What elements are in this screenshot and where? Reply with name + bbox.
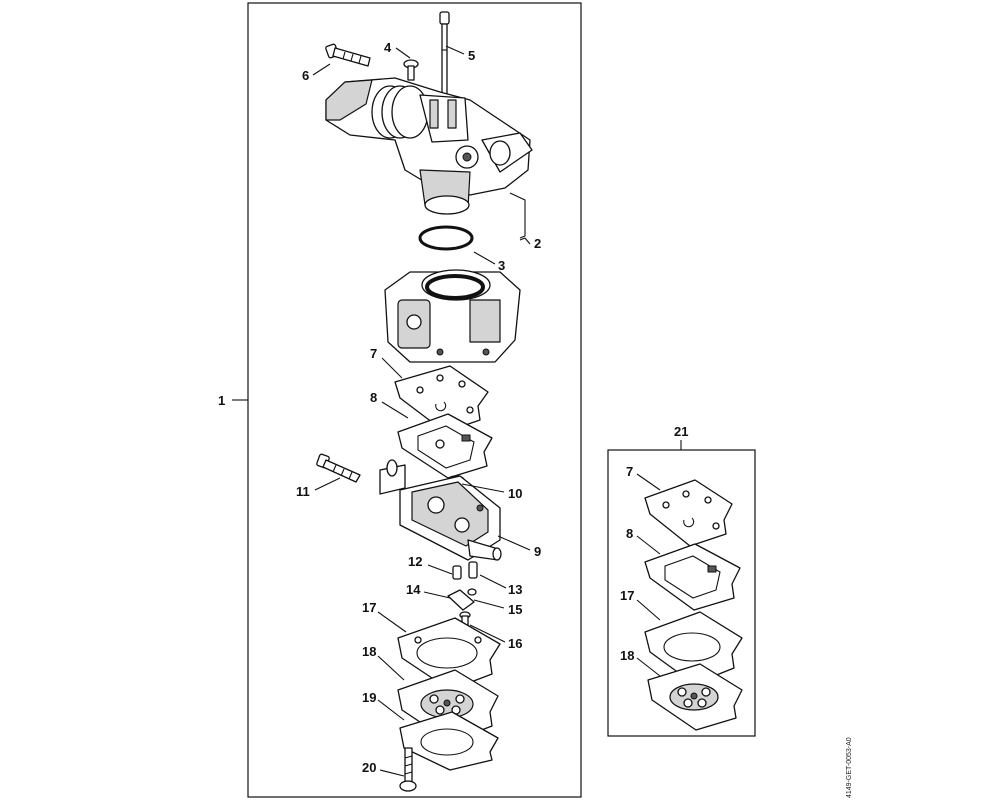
part-throttle-housing (325, 77, 533, 215)
part-small-screw (403, 59, 419, 81)
callout-15: 15 (508, 602, 522, 617)
callout-7: 7 (370, 346, 377, 361)
callout-1: 1 (218, 393, 225, 408)
callout-6: 6 (302, 68, 309, 83)
callout-21: 21 (674, 424, 688, 439)
kit-callout-17: 17 (620, 588, 634, 603)
callout-8: 8 (370, 390, 377, 405)
kit-plate-gasket (644, 479, 733, 547)
callout-14: 14 (406, 582, 421, 597)
callout-4: 4 (384, 40, 392, 55)
kit-diaphragm (647, 663, 743, 731)
part-long-screw (399, 747, 417, 792)
part-idle-needle (316, 453, 361, 483)
callout-9: 9 (534, 544, 541, 559)
callout-16: 16 (508, 636, 522, 651)
callout-10: 10 (508, 486, 522, 501)
leader-lines (232, 45, 682, 777)
part-lever-pin (447, 588, 477, 611)
kit-callout-7: 7 (626, 464, 633, 479)
part-pump-body (379, 459, 502, 561)
kit-callout-18: 18 (620, 648, 634, 663)
figure-reference-code: 4149-GET-0053-A0 (846, 737, 853, 798)
callout-19: 19 (362, 690, 376, 705)
callout-11: 11 (296, 484, 310, 499)
kit-gasket (644, 543, 741, 611)
callout-12: 12 (408, 554, 422, 569)
callout-13: 13 (508, 582, 522, 597)
part-metering-gasket (397, 617, 501, 691)
part-gasket (397, 413, 493, 479)
callout-2: 2 (534, 236, 541, 251)
callout-18: 18 (362, 644, 376, 659)
callout-5: 5 (468, 48, 475, 63)
part-plate-gasket (394, 365, 489, 433)
part-o-ring (418, 225, 474, 251)
callout-17: 17 (362, 600, 376, 615)
kit-callout-8: 8 (626, 526, 633, 541)
part-adjusting-screw (325, 43, 371, 67)
part-screw (459, 611, 471, 627)
callout-20: 20 (362, 760, 376, 775)
part-carburetor-body (384, 269, 521, 363)
part-needle (439, 11, 450, 97)
part-jet-pins (452, 561, 478, 580)
kit-metering-gasket (644, 611, 743, 685)
callout-3: 3 (498, 258, 505, 273)
